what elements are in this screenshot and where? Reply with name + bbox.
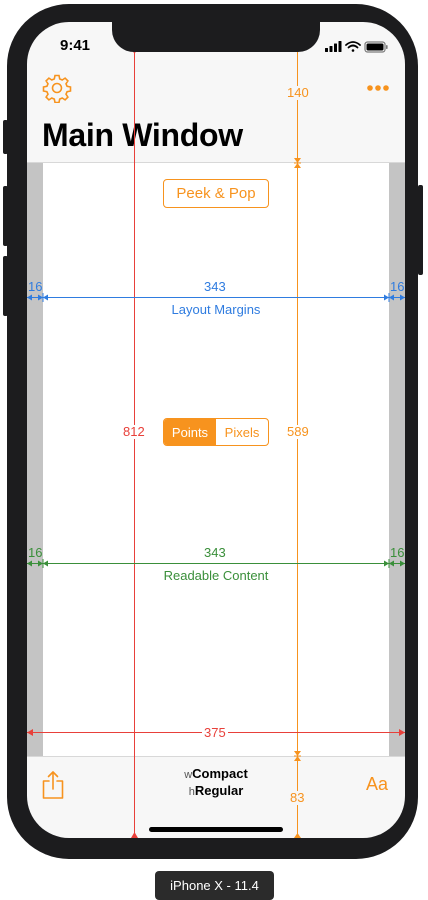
wifi-icon <box>345 41 361 52</box>
readable-content-label: Readable Content <box>163 568 269 583</box>
bottom-inset-value: 83 <box>288 790 307 805</box>
segment-pixels[interactable]: Pixels <box>224 424 260 440</box>
readable-right-value: 16 <box>390 545 405 560</box>
layout-margins-label: Layout Margins <box>171 302 261 317</box>
units-segmented-control[interactable]: Points Pixels <box>163 418 269 446</box>
status-icons <box>325 41 388 53</box>
device-side-button-left-1 <box>3 120 8 154</box>
screen-height-value: 812 <box>121 424 147 439</box>
device-side-button-left-3 <box>3 256 8 316</box>
text-size-button[interactable]: Aa <box>366 774 389 794</box>
right-margin-gutter <box>389 163 405 756</box>
layout-margin-left-value: 16 <box>28 279 43 294</box>
width-size-class: wCompact <box>184 766 248 781</box>
readable-left-value: 16 <box>28 545 43 560</box>
ellipsis-icon[interactable] <box>366 84 390 92</box>
toolbar-top-divider <box>27 756 405 757</box>
content-top-divider <box>27 162 405 163</box>
share-icon[interactable] <box>41 770 65 800</box>
device-notch <box>112 22 320 52</box>
battery-icon <box>364 41 388 53</box>
page-title: Main Window <box>42 117 243 153</box>
height-size-class: hRegular <box>188 783 244 798</box>
size-class-indicator: wCompact hRegular <box>166 766 266 800</box>
device-side-button-right <box>418 185 423 275</box>
device-side-button-left-2 <box>3 186 8 246</box>
readable-width-value: 343 <box>204 545 226 560</box>
content-height-value: 589 <box>285 424 311 439</box>
left-margin-gutter <box>27 163 43 756</box>
gear-icon[interactable] <box>42 73 72 103</box>
home-indicator[interactable] <box>149 827 283 832</box>
cellular-signal-icon <box>325 41 342 52</box>
status-time: 9:41 <box>60 37 91 54</box>
peek-pop-button[interactable]: Peek & Pop <box>163 179 269 208</box>
top-inset-value: 140 <box>285 85 311 100</box>
device-label: iPhone X - 11.4 <box>155 871 274 900</box>
layout-margin-right-value: 16 <box>390 279 405 294</box>
segment-points[interactable]: Points <box>164 419 216 445</box>
screen-width-value: 375 <box>202 725 228 740</box>
content-area <box>27 163 405 756</box>
layout-margin-width-value: 343 <box>204 279 226 294</box>
